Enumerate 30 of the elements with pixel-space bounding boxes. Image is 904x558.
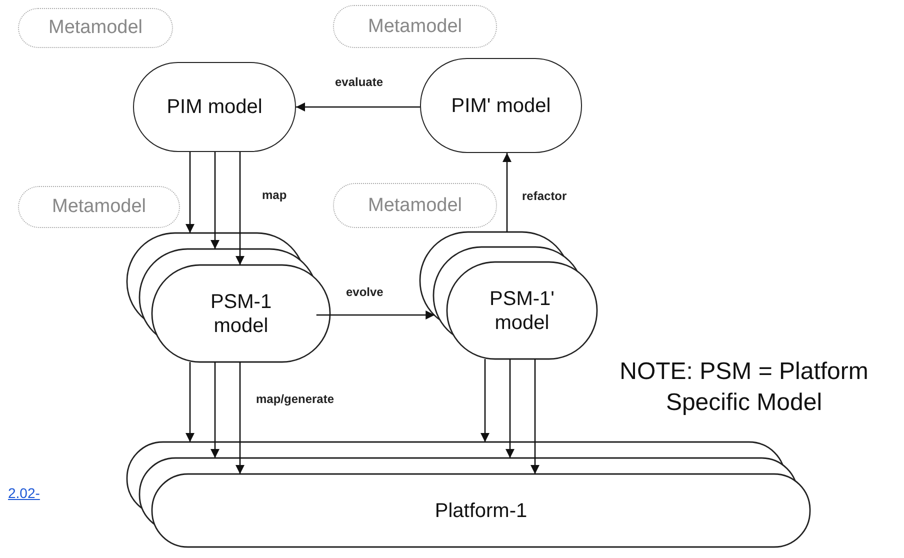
arrow bbox=[316, 310, 435, 320]
stacked-model-box bbox=[127, 233, 330, 362]
arrow bbox=[186, 362, 194, 442]
node-label: Platform-1 bbox=[434, 498, 528, 522]
arrow bbox=[236, 152, 244, 265]
node-label: PIM model bbox=[166, 95, 262, 119]
node-label: Metamodel bbox=[48, 17, 142, 39]
arrow bbox=[210, 152, 220, 249]
stacked-model-box bbox=[420, 232, 597, 359]
note-text: NOTE: PSM = Platform Specific Model bbox=[618, 357, 870, 418]
arrow bbox=[296, 102, 420, 112]
stacked-model-box bbox=[127, 442, 810, 547]
arrow bbox=[480, 359, 490, 442]
node-label: PIM' model bbox=[451, 94, 551, 118]
node-label: Metamodel bbox=[368, 194, 462, 216]
node-label: PSM-1 model bbox=[209, 290, 273, 338]
arrow bbox=[186, 152, 194, 233]
node-label: Metamodel bbox=[368, 16, 462, 38]
edge-label: refactor bbox=[520, 189, 569, 203]
node-label: PSM-1' model bbox=[488, 286, 556, 334]
node-label: Metamodel bbox=[52, 196, 146, 218]
arrow bbox=[530, 359, 540, 474]
edge-label: map/generate bbox=[254, 392, 336, 406]
edge-label: evaluate bbox=[333, 75, 386, 89]
arrow bbox=[210, 362, 220, 458]
link-text: 2.02- bbox=[8, 485, 40, 501]
arrow bbox=[502, 153, 512, 232]
arrow bbox=[506, 359, 514, 458]
edge-label: evolve bbox=[344, 285, 386, 299]
arrow bbox=[236, 362, 244, 474]
